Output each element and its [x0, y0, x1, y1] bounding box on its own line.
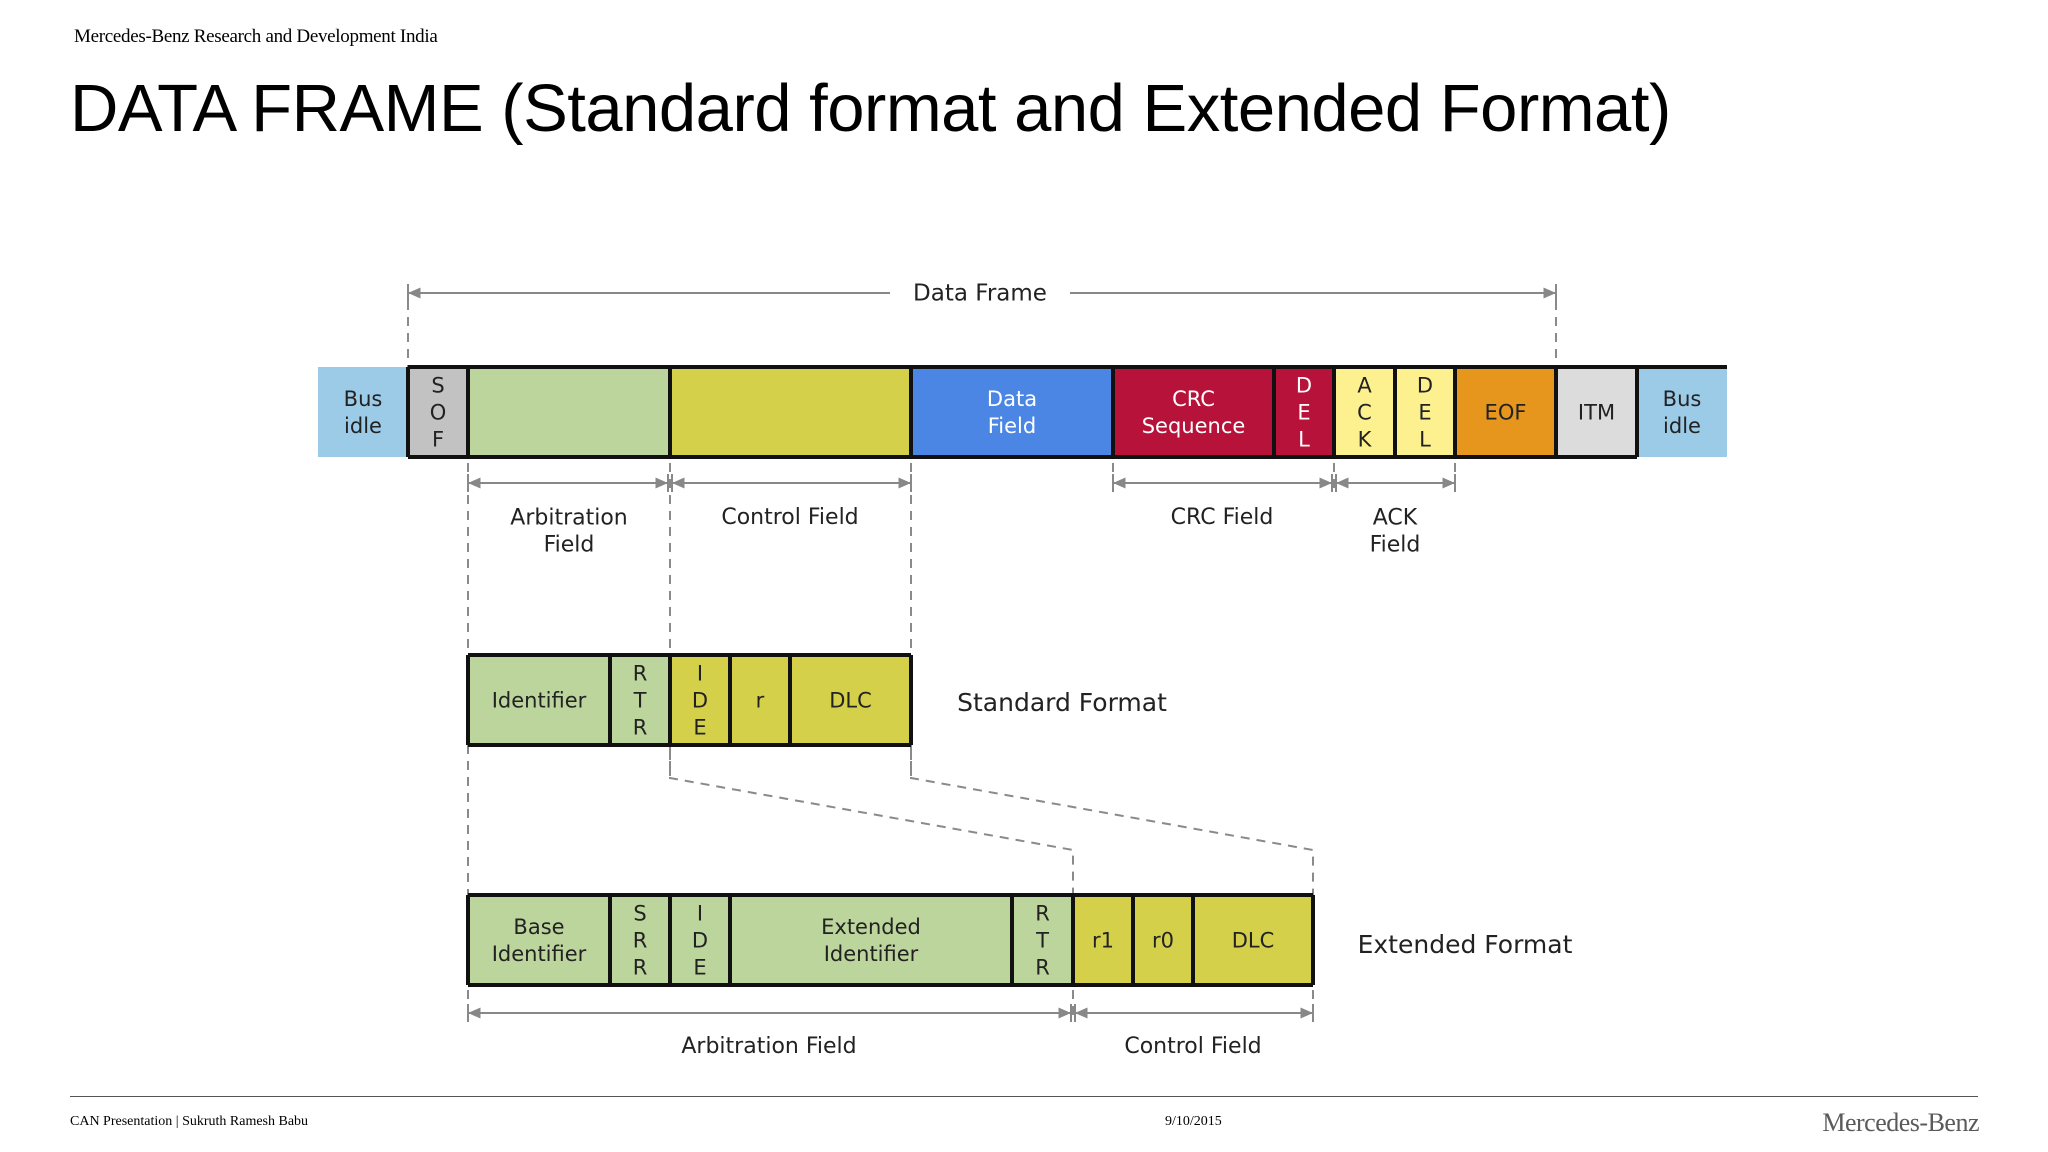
mercedes-benz-logo: Mercedes-Benz: [1822, 1108, 1979, 1137]
extended-r0-box: [1133, 895, 1193, 985]
standard-rtr-box: [610, 655, 670, 745]
footer-date: 9/10/2015: [1165, 1114, 1222, 1129]
frame-itm-label: ITM: [1578, 401, 1615, 425]
page-title: DATA FRAME (Standard format and Extended…: [70, 71, 1671, 146]
frame-bus-idle-box: [1637, 367, 1727, 457]
extended-dlc-box: [1193, 895, 1313, 985]
standard-dlc-label: DLC: [829, 689, 872, 713]
frame-blank-box: [468, 367, 670, 457]
frame-del-box: [1395, 367, 1455, 457]
standard-r-box: [730, 655, 790, 745]
extended-rtr-box: [1012, 895, 1073, 985]
data-frame-label: Data Frame: [913, 280, 1047, 306]
frame-sof-box: [408, 367, 468, 457]
frame-crc-sequence-box: [1113, 367, 1274, 457]
standard-r-label: r: [756, 689, 765, 713]
standard-dlc-box: [790, 655, 911, 745]
standard-identifier-box: [468, 655, 610, 745]
extended-base-identifier-box: [468, 895, 610, 985]
extended-format-label: Extended Format: [1358, 930, 1573, 959]
organization-name: Mercedes-Benz Research and Development I…: [74, 26, 438, 47]
frame-data-field-box: [911, 367, 1113, 457]
extended-extended-identifier-box: [730, 895, 1012, 985]
frame-del-box: [1274, 367, 1334, 457]
standard-ide-box: [670, 655, 730, 745]
frame-ack-box: [1334, 367, 1395, 457]
extended-r0-label: r0: [1152, 929, 1174, 953]
extended-ide-box: [670, 895, 730, 985]
extended-control-label: Control Field: [1124, 1034, 1261, 1059]
control-field-label: Control Field: [721, 505, 858, 530]
standard-format-label: Standard Format: [957, 688, 1167, 717]
frame-bus-idle-box: [318, 367, 408, 457]
extended-arbitration-label: Arbitration Field: [681, 1034, 856, 1059]
frame-blank-box: [670, 367, 911, 457]
frame-eof-label: EOF: [1485, 401, 1527, 425]
frame-itm-box: [1556, 367, 1637, 457]
data-frame-label-bg: [890, 276, 1070, 310]
footer-divider: [70, 1096, 1978, 1097]
extended-r1-box: [1073, 895, 1133, 985]
control-end-connector: [910, 745, 1314, 895]
control-start-connector: [669, 745, 1074, 895]
extended-r1-label: r1: [1092, 929, 1114, 953]
extended-dlc-label: DLC: [1232, 929, 1275, 953]
frame-eof-box: [1455, 367, 1556, 457]
crc-field-label: CRC Field: [1171, 505, 1274, 530]
footer-presentation-info: CAN Presentation | Sukruth Ramesh Babu: [70, 1114, 309, 1129]
extended-srr-box: [610, 895, 670, 985]
standard-identifier-label: Identifier: [492, 689, 587, 713]
